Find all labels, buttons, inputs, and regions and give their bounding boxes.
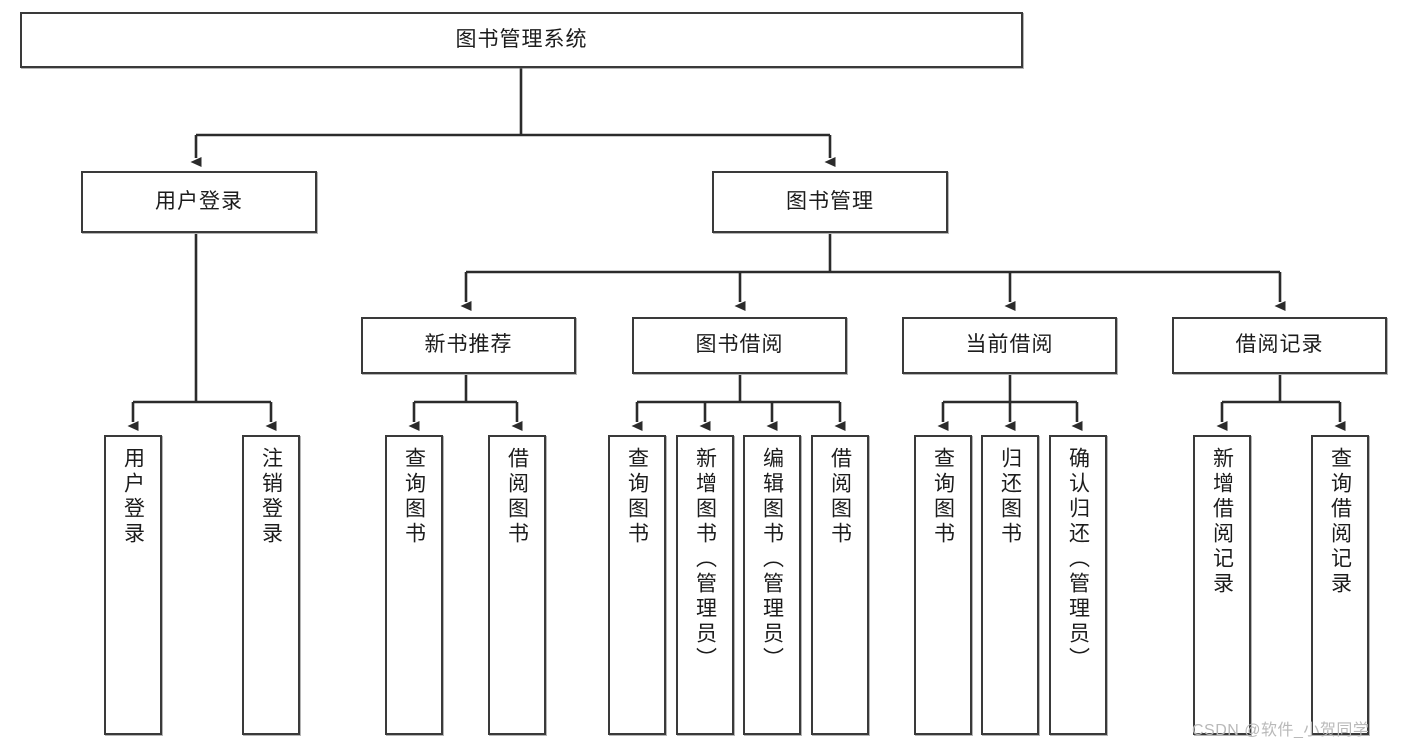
leaf-borrow-book[interactable]: 借阅图书: [811, 435, 869, 735]
node-label: 查询图书: [625, 447, 649, 547]
node-book-borrow[interactable]: 图书借阅: [632, 317, 847, 374]
node-label: 用户登录: [155, 189, 243, 213]
node-label: 借阅记录: [1235, 333, 1324, 357]
node-label: 新增图书（管理员）: [693, 447, 717, 672]
node-root-book-management-system[interactable]: 图书管理系统: [20, 12, 1023, 68]
leaf-user-login[interactable]: 用户登录: [104, 435, 162, 735]
leaf-borrow-book-recommend[interactable]: 借阅图书: [488, 435, 546, 735]
leaf-confirm-return-admin[interactable]: 确认归还（管理员）: [1049, 435, 1107, 735]
node-label: 注销登录: [259, 447, 283, 547]
node-label: 归还图书: [998, 447, 1022, 547]
node-new-book-recommend[interactable]: 新书推荐: [361, 317, 576, 374]
node-label: 确认归还（管理员）: [1066, 447, 1090, 672]
node-label: 新书推荐: [424, 333, 513, 357]
leaf-add-borrow-record[interactable]: 新增借阅记录: [1193, 435, 1251, 735]
watermark-text: CSDN @软件_小贺同学: [1192, 722, 1370, 739]
node-user-login[interactable]: 用户登录: [81, 171, 317, 233]
node-label: 图书管理系统: [455, 27, 588, 51]
node-book-management[interactable]: 图书管理: [712, 171, 948, 233]
leaf-query-book-current[interactable]: 查询图书: [914, 435, 972, 735]
leaf-query-book-recommend[interactable]: 查询图书: [385, 435, 443, 735]
node-current-borrow[interactable]: 当前借阅: [902, 317, 1117, 374]
node-label: 新增借阅记录: [1210, 447, 1234, 597]
leaf-query-borrow-record[interactable]: 查询借阅记录: [1311, 435, 1369, 735]
node-label: 查询图书: [931, 447, 955, 547]
node-label: 查询图书: [402, 447, 426, 547]
node-label: 当前借阅: [965, 333, 1054, 357]
leaf-edit-book-admin[interactable]: 编辑图书（管理员）: [743, 435, 801, 735]
node-label: 借阅图书: [828, 447, 852, 547]
node-label: 借阅图书: [505, 447, 529, 547]
leaf-return-book[interactable]: 归还图书: [981, 435, 1039, 735]
leaf-logout[interactable]: 注销登录: [242, 435, 300, 735]
node-label: 用户登录: [121, 447, 145, 547]
node-label: 图书管理: [786, 189, 874, 213]
node-label: 图书借阅: [695, 333, 784, 357]
leaf-add-book-admin[interactable]: 新增图书（管理员）: [676, 435, 734, 735]
node-borrow-record[interactable]: 借阅记录: [1172, 317, 1387, 374]
node-label: 编辑图书（管理员）: [760, 447, 784, 672]
node-label: 查询借阅记录: [1328, 447, 1352, 597]
leaf-query-book-borrow[interactable]: 查询图书: [608, 435, 666, 735]
